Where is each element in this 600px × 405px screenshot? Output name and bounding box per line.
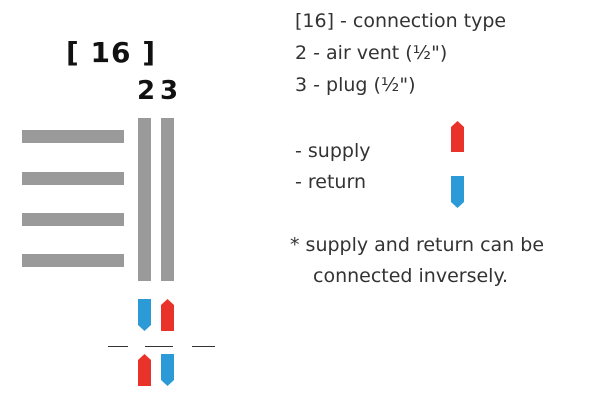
radiator-bar-4: [22, 254, 124, 267]
legend-return: - return: [295, 171, 366, 193]
radiator-bar-2: [22, 172, 124, 185]
connection-type-label: [ 16 ]: [66, 36, 157, 69]
supply-arrow-up-icon: [161, 299, 174, 331]
legend-supply: - supply: [295, 140, 371, 162]
connection-tick-middle: [145, 346, 173, 347]
note-line-2: connected inversely.: [313, 265, 509, 287]
pipe-2: [138, 118, 151, 281]
pipe-number-3: 3: [160, 76, 179, 106]
connection-tick-right: [192, 346, 215, 347]
note-line-1: * supply and return can be: [290, 234, 545, 256]
connection-tick-left: [108, 346, 128, 347]
return-arrow-down-icon: [161, 354, 174, 386]
legend-air-vent: 2 - air vent (½"): [295, 42, 448, 64]
radiator-bar-3: [22, 213, 124, 226]
legend-plug: 3 - plug (½"): [295, 74, 416, 96]
supply-arrow-up-icon: [138, 354, 151, 386]
return-arrow-down-icon: [138, 299, 151, 331]
pipe-3: [161, 118, 174, 281]
pipe-number-2: 2: [137, 76, 156, 106]
legend-supply-arrow-icon: [451, 121, 464, 152]
radiator-bar-1: [22, 130, 124, 143]
legend-connection-type: [16] - connection type: [295, 10, 507, 32]
legend-return-arrow-icon: [451, 176, 464, 208]
